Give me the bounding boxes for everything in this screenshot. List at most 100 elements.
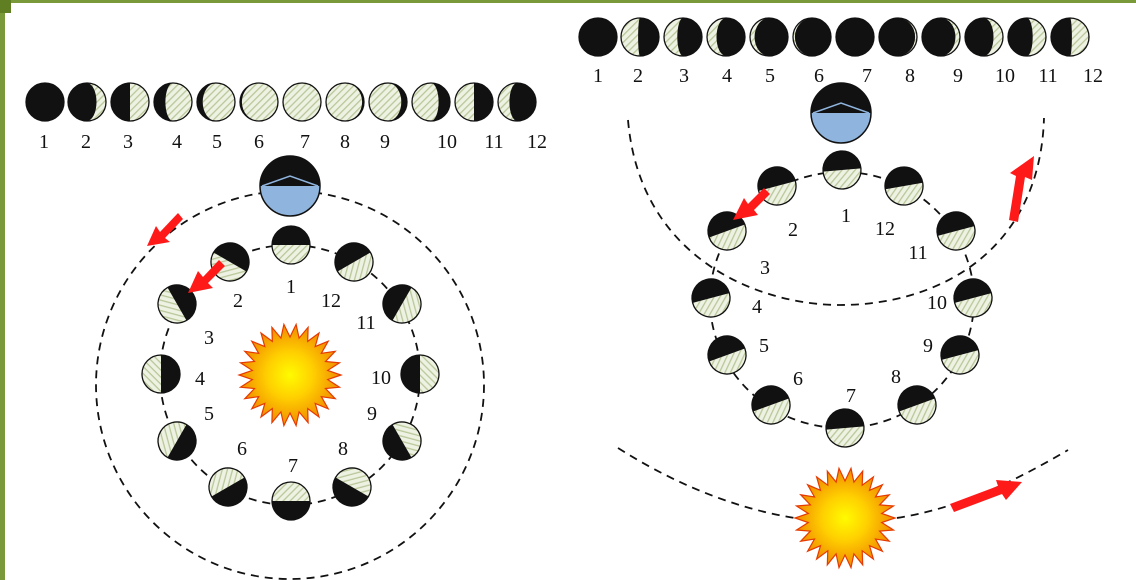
strip-moon-phase-icon — [25, 82, 65, 122]
orbit-label: 1 — [841, 205, 851, 227]
orbit-label: 2 — [788, 219, 798, 241]
strip-label: 3 — [679, 65, 689, 87]
orbit-moon-icon — [334, 242, 374, 282]
sun-icon — [237, 322, 343, 428]
strip-moon-phase-icon — [196, 82, 236, 122]
strip-moon-phase-icon — [497, 82, 537, 122]
earth-icon — [810, 82, 872, 144]
orbit-moon-icon — [953, 278, 993, 318]
orbit-label: 4 — [195, 368, 205, 390]
strip-label: 1 — [39, 131, 49, 153]
orbit-label: 4 — [752, 296, 762, 318]
strip-label: 4 — [172, 131, 182, 153]
strip-moon-phase-icon — [706, 17, 746, 57]
orbit-label: 6 — [793, 368, 803, 390]
orbit-label: 1 — [286, 276, 296, 298]
strip-moon-phase-icon — [239, 82, 279, 122]
sun-icon — [793, 466, 897, 570]
strip-label: 7 — [862, 65, 872, 87]
strip-moon-phase-icon — [411, 82, 451, 122]
strip-label: 9 — [953, 65, 963, 87]
strip-moon-phase-icon — [663, 17, 703, 57]
left-orbit-moons — [141, 225, 440, 521]
orbit-moon-icon — [936, 211, 976, 251]
strip-moon-phase-icon — [878, 17, 918, 57]
earth-icon — [259, 155, 321, 217]
orbit-moon-icon — [271, 481, 311, 521]
orbit-moon-icon — [157, 421, 197, 461]
orbit-moon-icon — [825, 408, 865, 448]
strip-label: 11 — [1038, 65, 1057, 87]
orbit-moon-icon — [382, 421, 422, 461]
orbit-label: 3 — [760, 257, 770, 279]
orbit-moon-icon — [141, 354, 181, 394]
left-phase-strip — [25, 82, 537, 122]
left-arrow-outer-icon — [147, 213, 183, 246]
orbit-moon-icon — [707, 335, 747, 375]
orbit-label: 12 — [321, 290, 341, 312]
strip-label: 9 — [380, 131, 390, 153]
strip-moon-phase-icon — [1050, 17, 1090, 57]
orbit-label: 7 — [288, 455, 298, 477]
orbit-moon-icon — [400, 354, 440, 394]
strip-moon-phase-icon — [792, 17, 832, 57]
strip-label: 2 — [81, 131, 91, 153]
orbit-label: 2 — [233, 290, 243, 312]
strip-label: 12 — [1083, 65, 1103, 87]
left-arrow-inner-icon — [188, 260, 225, 293]
strip-label: 4 — [722, 65, 732, 87]
right-arrow-bottom-icon — [950, 480, 1022, 512]
orbit-moon-icon — [271, 225, 311, 265]
strip-moon-phase-icon — [454, 82, 494, 122]
orbit-moon-icon — [382, 284, 422, 324]
orbit-label: 11 — [356, 312, 375, 334]
orbit-moon-icon — [691, 278, 731, 318]
orbit-label: 9 — [367, 403, 377, 425]
orbit-label: 10 — [927, 292, 947, 314]
orbit-moon-icon — [208, 467, 248, 507]
orbit-label: 5 — [759, 335, 769, 357]
orbit-label: 12 — [875, 218, 895, 240]
strip-label: 8 — [905, 65, 915, 87]
strip-label: 11 — [484, 131, 503, 153]
right-arrow-outer-icon — [1009, 156, 1034, 222]
strip-label: 5 — [212, 131, 222, 153]
strip-label: 10 — [437, 131, 457, 153]
strip-label: 5 — [765, 65, 775, 87]
orbit-moon-icon — [751, 385, 791, 425]
strip-label: 6 — [254, 131, 264, 153]
strip-moon-phase-icon — [620, 17, 660, 57]
right-orbit-moons — [691, 150, 993, 448]
strip-moon-phase-icon — [282, 82, 322, 122]
orbit-label: 5 — [204, 403, 214, 425]
orbit-moon-icon — [884, 166, 924, 206]
orbit-moon-icon — [332, 467, 372, 507]
strip-moon-phase-icon — [67, 82, 107, 122]
orbit-moon-icon — [210, 242, 250, 282]
orbit-label: 6 — [237, 438, 247, 460]
strip-moon-phase-icon — [964, 17, 1004, 57]
orbit-label: 9 — [923, 335, 933, 357]
orbit-moon-icon — [822, 150, 862, 190]
strip-label: 8 — [340, 131, 350, 153]
strip-label: 2 — [633, 65, 643, 87]
strip-label: 3 — [123, 131, 133, 153]
orbit-label: 8 — [891, 366, 901, 388]
orbit-label: 11 — [908, 242, 927, 264]
strip-moon-phase-icon — [921, 17, 961, 57]
strip-label: 12 — [527, 131, 547, 153]
strip-label: 1 — [593, 65, 603, 87]
strip-moon-phase-icon — [325, 82, 365, 122]
strip-label: 6 — [814, 65, 824, 87]
strip-moon-phase-icon — [153, 82, 193, 122]
orbit-label: 3 — [204, 327, 214, 349]
strip-moon-phase-icon — [110, 82, 150, 122]
